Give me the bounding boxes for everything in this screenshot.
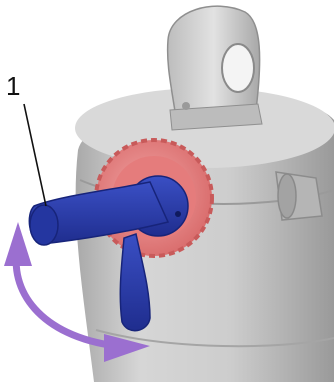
side-fitting <box>276 172 322 220</box>
mounting-screw <box>182 102 190 110</box>
mounting-eye <box>168 6 262 130</box>
callout-leader-line <box>24 104 46 206</box>
callout-number-1: 1 <box>6 73 20 99</box>
lever-grip-end <box>30 205 58 245</box>
lever-pivot-screw <box>175 211 181 217</box>
mounting-eye-hole <box>222 44 254 92</box>
arrow-head-up <box>4 222 32 266</box>
